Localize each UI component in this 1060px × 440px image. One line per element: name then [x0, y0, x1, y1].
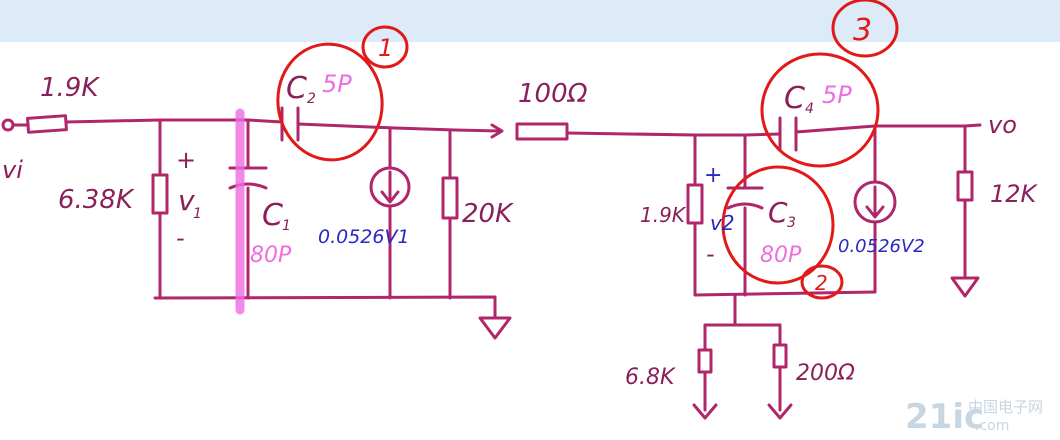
label-c1: C	[262, 198, 283, 233]
resistor-1-9k-2	[686, 183, 704, 225]
wire-arrow	[490, 123, 504, 139]
ground-symbol-r12k	[950, 276, 980, 298]
circle-annotation-3	[760, 52, 880, 168]
label-r-19k-2: 1.9K	[640, 203, 687, 227]
label-mark-1: 1	[378, 34, 393, 62]
resistor-200-ohm	[772, 343, 788, 369]
label-c3: C	[768, 196, 788, 229]
label-v2: v2	[710, 211, 735, 235]
wire-bottom-right	[693, 290, 877, 297]
label-source-1: 0.0526V1	[318, 226, 410, 248]
wire-emitter	[703, 293, 782, 327]
capacitor-c3-bottom	[726, 202, 764, 210]
label-c4-sub: 4	[805, 101, 814, 117]
label-r-68k: 6.8K	[625, 365, 676, 390]
capacitor-c1-bottom	[228, 182, 268, 190]
label-r-638: 6.38K	[58, 185, 135, 215]
circle-mark-1	[361, 25, 409, 69]
label-source-2: 0.0526V2	[838, 236, 925, 257]
label-mark-3: 3	[853, 13, 872, 48]
circle-mark-3	[831, 0, 899, 58]
label-plus-2: +	[704, 163, 722, 188]
label-vi: vi	[2, 156, 23, 184]
capacitor-c4	[778, 116, 798, 152]
wire-top-right	[565, 131, 782, 137]
wires	[1, 106, 982, 420]
label-r-200: 200Ω	[796, 361, 855, 386]
circle-annotation-2	[721, 165, 835, 285]
wire-output	[794, 123, 982, 134]
resistor-6-8k	[697, 348, 713, 374]
ground-arrow-r200	[767, 403, 793, 420]
wire-top-mid	[296, 122, 502, 133]
resistor-20k	[441, 176, 459, 220]
current-source-1-arrow	[380, 170, 400, 204]
circle-mark-2	[800, 264, 844, 300]
current-source-2-arrow	[865, 185, 885, 219]
label-r-in: 1.9K	[40, 73, 100, 103]
label-minus-1: -	[176, 224, 185, 252]
watermark-suffix: .com	[975, 418, 1009, 434]
label-v1-sub: 1	[193, 206, 202, 222]
label-c1-sub: 1	[282, 218, 291, 234]
current-source-2	[853, 180, 897, 224]
label-mark-2: 2	[815, 271, 828, 295]
label-c4-value: 5P	[822, 81, 852, 109]
label-c2: C	[286, 71, 307, 106]
circle-annotation-1	[276, 42, 384, 162]
label-c1-value: 80P	[250, 243, 292, 268]
label-c3-sub: 3	[787, 215, 796, 231]
label-plus-1: +	[176, 146, 196, 174]
label-c4: C	[784, 81, 805, 116]
resistor-6-38k	[151, 173, 169, 215]
sketch-panel	[0, 42, 1060, 440]
current-source-1	[369, 166, 411, 208]
label-r-20k: 20K	[462, 199, 514, 229]
label-v1: v	[178, 184, 195, 217]
ground-symbol-left	[478, 316, 512, 340]
red-annotations	[276, 0, 899, 300]
labels: 1.9K vi 6.38K + v 1 - C 1 80P C 2 5P 1 0…	[2, 13, 1039, 390]
label-r-series: 100Ω	[518, 79, 588, 109]
label-vo: vo	[988, 111, 1017, 139]
watermark-logo: 21ic 中国电子网 .com	[905, 397, 1043, 437]
label-c3-value: 80P	[760, 243, 802, 268]
label-r-12k: 12K	[990, 180, 1039, 208]
label-c2-value: 5P	[322, 70, 352, 98]
watermark-cn: 中国电子网	[968, 398, 1043, 416]
wire-ground-left	[153, 295, 497, 320]
resistor-12k	[956, 170, 974, 202]
watermark-brand: 21ic	[905, 397, 984, 437]
label-minus-2: -	[706, 240, 715, 268]
ground-arrow-r68k	[692, 403, 718, 420]
label-c2-sub: 2	[307, 91, 316, 107]
wire-top-left	[64, 118, 284, 124]
